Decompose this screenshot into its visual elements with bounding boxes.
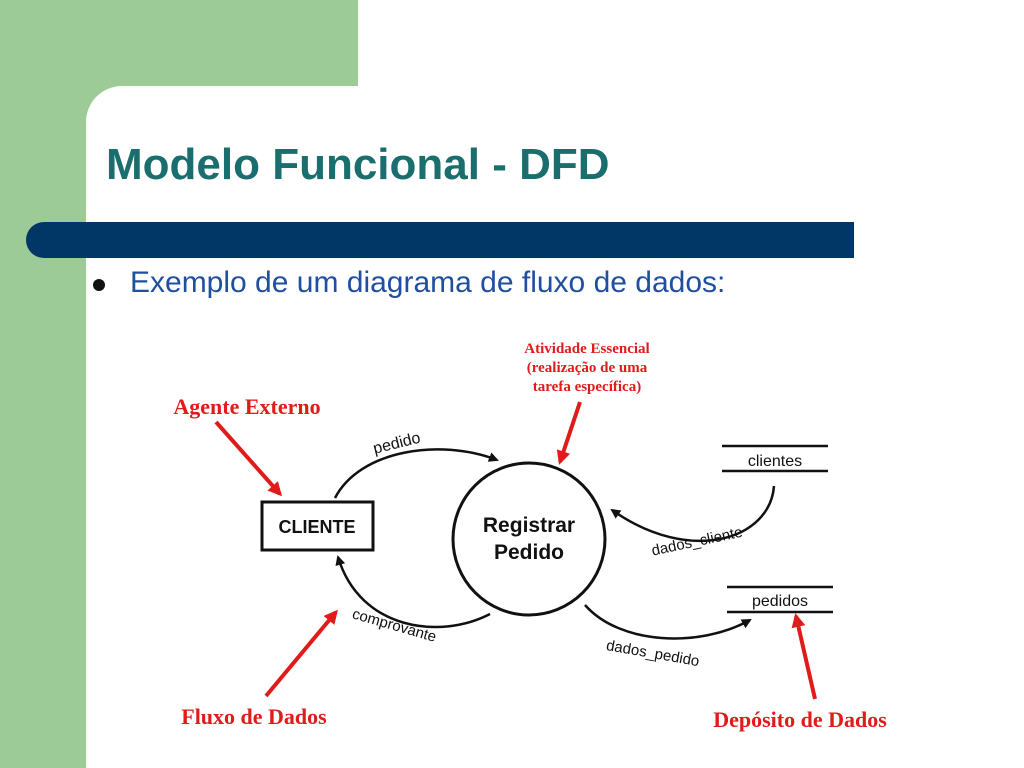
flow-pedido-arrow bbox=[333, 448, 499, 499]
annotation-agente-externo: Agente Externo bbox=[173, 394, 320, 419]
sidebar-strip bbox=[0, 0, 86, 768]
data-store-clientes bbox=[722, 444, 828, 473]
annotation-deposito-arrow bbox=[791, 613, 817, 700]
process-label-line2: Pedido bbox=[494, 541, 564, 564]
external-entity-label: CLIENTE bbox=[278, 517, 355, 537]
annotation-fluxo-arrow bbox=[264, 609, 338, 698]
annotation-atividade-line1: Atividade Essencial bbox=[524, 341, 649, 357]
flow-comprovante-arrow bbox=[335, 555, 491, 629]
process-label-line1: Registrar bbox=[483, 514, 575, 537]
flow-dados-pedido-arrow bbox=[584, 604, 752, 640]
annotation-atividade-line2: (realização de uma bbox=[527, 360, 648, 376]
annotation-deposito-de-dados: Depósito de Dados bbox=[713, 707, 887, 732]
flow-comprovante-label: comprovante bbox=[350, 606, 438, 646]
content-panel bbox=[86, 86, 1024, 768]
bullet-text: Exemplo de um diagrama de fluxo de dados… bbox=[130, 266, 726, 299]
process-circle bbox=[451, 461, 607, 617]
annotation-agente-externo-arrow bbox=[214, 420, 282, 497]
flow-dados-cliente-label: dados_cliente bbox=[650, 524, 744, 560]
data-store-pedidos-label: pedidos bbox=[752, 593, 808, 610]
annotation-atividade-arrow bbox=[556, 401, 582, 465]
title-underline-bar bbox=[26, 222, 854, 258]
slide-title: Modelo Funcional - DFD bbox=[106, 140, 610, 189]
annotation-fluxo-de-dados: Fluxo de Dados bbox=[181, 704, 327, 729]
data-store-clientes-label: clientes bbox=[748, 453, 802, 470]
bullet-icon bbox=[93, 279, 105, 291]
flow-dados-pedido-label: dados_pedido bbox=[605, 637, 701, 670]
annotation-atividade-line3: tarefa específica) bbox=[533, 379, 641, 395]
flow-dados-cliente-arrow bbox=[610, 485, 776, 543]
data-store-pedidos bbox=[727, 585, 833, 614]
external-entity-box bbox=[260, 500, 375, 552]
